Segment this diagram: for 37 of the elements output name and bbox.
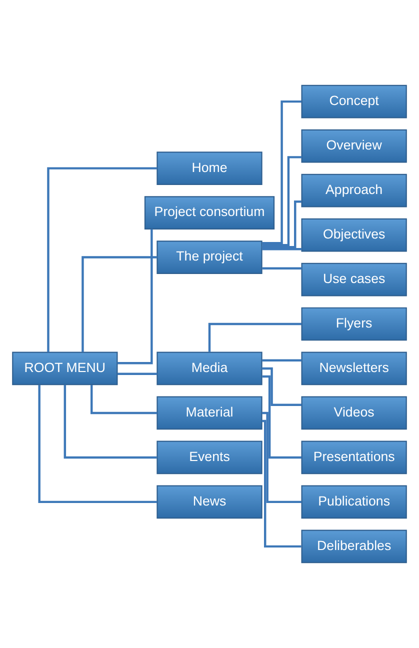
connector (47, 167, 158, 352)
connector (262, 267, 302, 270)
node-box: Presentations (301, 440, 407, 474)
connector (262, 100, 302, 244)
node-box: Events (156, 440, 262, 474)
node-box: Flyers (301, 307, 407, 341)
connector (64, 384, 157, 459)
node-box: News (156, 485, 262, 519)
node-box: Concept (301, 84, 407, 118)
connector (262, 367, 302, 406)
connector (117, 229, 153, 364)
connector (262, 420, 302, 548)
node-box: Approach (301, 174, 407, 208)
connector (38, 384, 158, 504)
connector (82, 256, 158, 352)
node-box: Objectives (301, 218, 407, 252)
node-box: Material (156, 396, 262, 430)
connector (262, 248, 302, 250)
node-box: Media (156, 352, 262, 386)
node-box: Newsletters (301, 352, 407, 386)
node-box: Use cases (301, 262, 407, 296)
connector (118, 372, 158, 375)
node-box: Home (156, 152, 262, 185)
node-box: Overview (301, 129, 407, 163)
connector (262, 375, 302, 459)
connector (262, 200, 302, 248)
node-box: ROOT MENU (12, 352, 118, 386)
connector (262, 412, 302, 504)
connector (208, 322, 302, 352)
connector (262, 156, 302, 246)
node-box: Publications (301, 485, 407, 519)
connector (90, 385, 158, 414)
node-box: Videos (301, 396, 407, 430)
node-box: Deliberables (301, 530, 407, 564)
node-box: The project (156, 240, 262, 274)
connector (262, 359, 302, 362)
node-box: Project consortium (144, 196, 275, 230)
